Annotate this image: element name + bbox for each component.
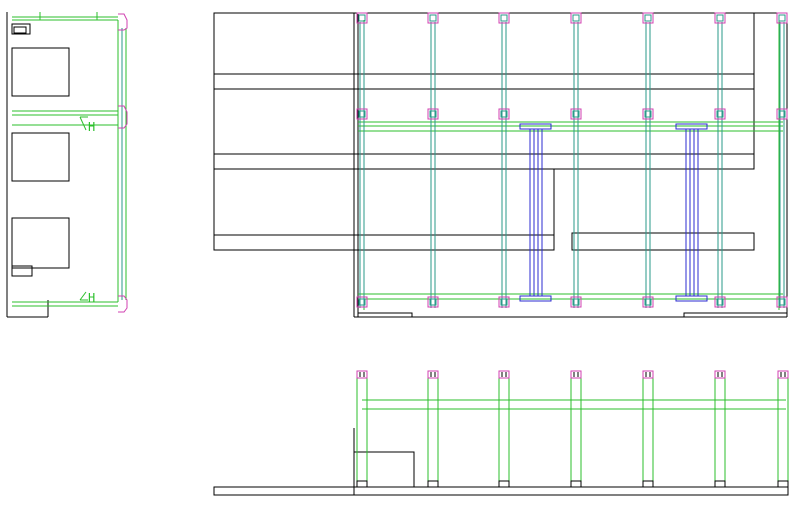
elevation-column-5	[642, 370, 654, 488]
connector-plate	[427, 296, 439, 308]
column-cap	[777, 370, 789, 379]
elevation-base	[213, 428, 789, 496]
column-cap	[714, 370, 726, 379]
connector-plate	[714, 108, 726, 120]
elevation-columns	[356, 370, 789, 488]
plan-column-3	[498, 12, 510, 308]
elevation-view	[213, 370, 789, 496]
connector-plate	[642, 296, 654, 308]
connector-plate	[356, 108, 368, 120]
section-floor-lines	[12, 12, 118, 307]
plan-column-2	[427, 12, 439, 308]
plan-column-4	[570, 12, 582, 308]
connector-plate	[498, 296, 510, 308]
column-base	[777, 480, 789, 488]
section-connectors	[118, 13, 128, 313]
plan-column-6	[714, 12, 726, 308]
plan-column-1	[356, 12, 368, 308]
elevation-column-6	[714, 370, 726, 488]
column-cap	[642, 370, 654, 379]
section-view: H H	[6, 12, 128, 318]
section-mark-lower: H	[79, 291, 95, 305]
plan-columns	[356, 12, 788, 308]
elevation-column-2	[427, 370, 439, 488]
connector-plate	[570, 108, 582, 120]
column-base	[570, 480, 582, 488]
connector-plate	[498, 12, 510, 24]
section-mark-upper: H	[79, 116, 95, 134]
column-base	[642, 480, 654, 488]
elevation-column-7	[777, 370, 789, 488]
section-outline	[6, 12, 70, 318]
connector-plate	[714, 296, 726, 308]
plan-braces	[519, 123, 708, 302]
connector-plate	[776, 296, 788, 308]
connector-plate	[570, 296, 582, 308]
elevation-column-4	[570, 370, 582, 488]
section-wall	[117, 20, 127, 302]
plan-view	[213, 12, 788, 318]
connector-plate	[427, 108, 439, 120]
column-base	[356, 480, 368, 488]
connector-plate	[356, 12, 368, 24]
plan-outline	[213, 12, 788, 318]
plan-beams	[358, 20, 783, 310]
connector-plate	[776, 12, 788, 24]
section-mark-label-lower: H	[88, 291, 95, 305]
connector-plate	[570, 12, 582, 24]
column-base	[498, 480, 510, 488]
connector-plate	[776, 108, 788, 120]
elevation-column-1	[356, 370, 368, 488]
column-cap	[498, 370, 510, 379]
connector-plate	[427, 12, 439, 24]
column-base	[714, 480, 726, 488]
elevation-column-3	[498, 370, 510, 488]
column-cap	[427, 370, 439, 379]
section-mark-label-upper: H	[88, 120, 95, 134]
plan-column-5	[642, 12, 654, 308]
connector-plate	[642, 108, 654, 120]
plan-column-7	[776, 12, 788, 308]
connector-plate	[356, 296, 368, 308]
elevation-beams	[362, 399, 786, 410]
connector-plate	[714, 12, 726, 24]
connector-plate	[498, 108, 510, 120]
column-cap	[570, 370, 582, 379]
column-cap	[356, 370, 368, 379]
connector-plate	[642, 12, 654, 24]
column-base	[427, 480, 439, 488]
